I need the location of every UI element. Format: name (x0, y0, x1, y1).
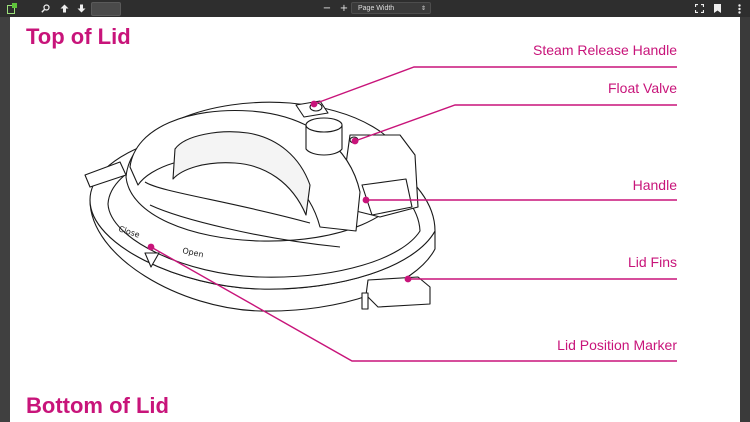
callout-handle: Handle (632, 177, 677, 193)
sidebar-toggle-icon[interactable] (5, 1, 18, 16)
page-number-input[interactable] (91, 2, 121, 16)
callout-float-valve: Float Valve (608, 80, 677, 96)
dot-lid-position-marker (147, 243, 155, 251)
bookmark-icon[interactable] (712, 1, 723, 16)
toolbar: − + Page Width ⇕ (0, 0, 750, 18)
dot-handle (362, 196, 370, 204)
leader-lid-position-marker (150, 246, 677, 362)
callout-lid-position-marker: Lid Position Marker (557, 337, 677, 353)
fullscreen-icon[interactable] (694, 1, 705, 16)
document-page: Top of Lid Bottom of Lid Steam Release H… (10, 17, 740, 422)
previous-page-icon[interactable] (59, 1, 70, 16)
callout-steam-release-handle: Steam Release Handle (533, 42, 677, 58)
lid-open-text: Open (182, 246, 205, 259)
more-options-icon[interactable] (734, 1, 744, 16)
dot-lid-fins (404, 275, 412, 283)
zoom-mode-select[interactable]: Page Width ⇕ (351, 2, 431, 14)
dot-steam-release-handle (310, 100, 318, 108)
search-icon[interactable] (40, 1, 51, 16)
scrollbar[interactable] (740, 17, 750, 422)
chevron-updown-icon: ⇕ (420, 6, 426, 12)
leader-float-valve (354, 104, 677, 142)
leader-steam-release-handle (313, 66, 677, 105)
dot-float-valve (351, 137, 359, 145)
top-of-lid-heading: Top of Lid (26, 24, 131, 49)
lid-illustration: Close Open (84, 66, 677, 362)
bottom-of-lid-heading: Bottom of Lid (26, 393, 169, 418)
zoom-in-button[interactable]: + (339, 3, 349, 14)
zoom-out-button[interactable]: − (322, 3, 332, 14)
next-page-icon[interactable] (76, 1, 87, 16)
callout-lid-fins: Lid Fins (627, 254, 677, 270)
zoom-mode-label: Page Width (358, 5, 395, 12)
